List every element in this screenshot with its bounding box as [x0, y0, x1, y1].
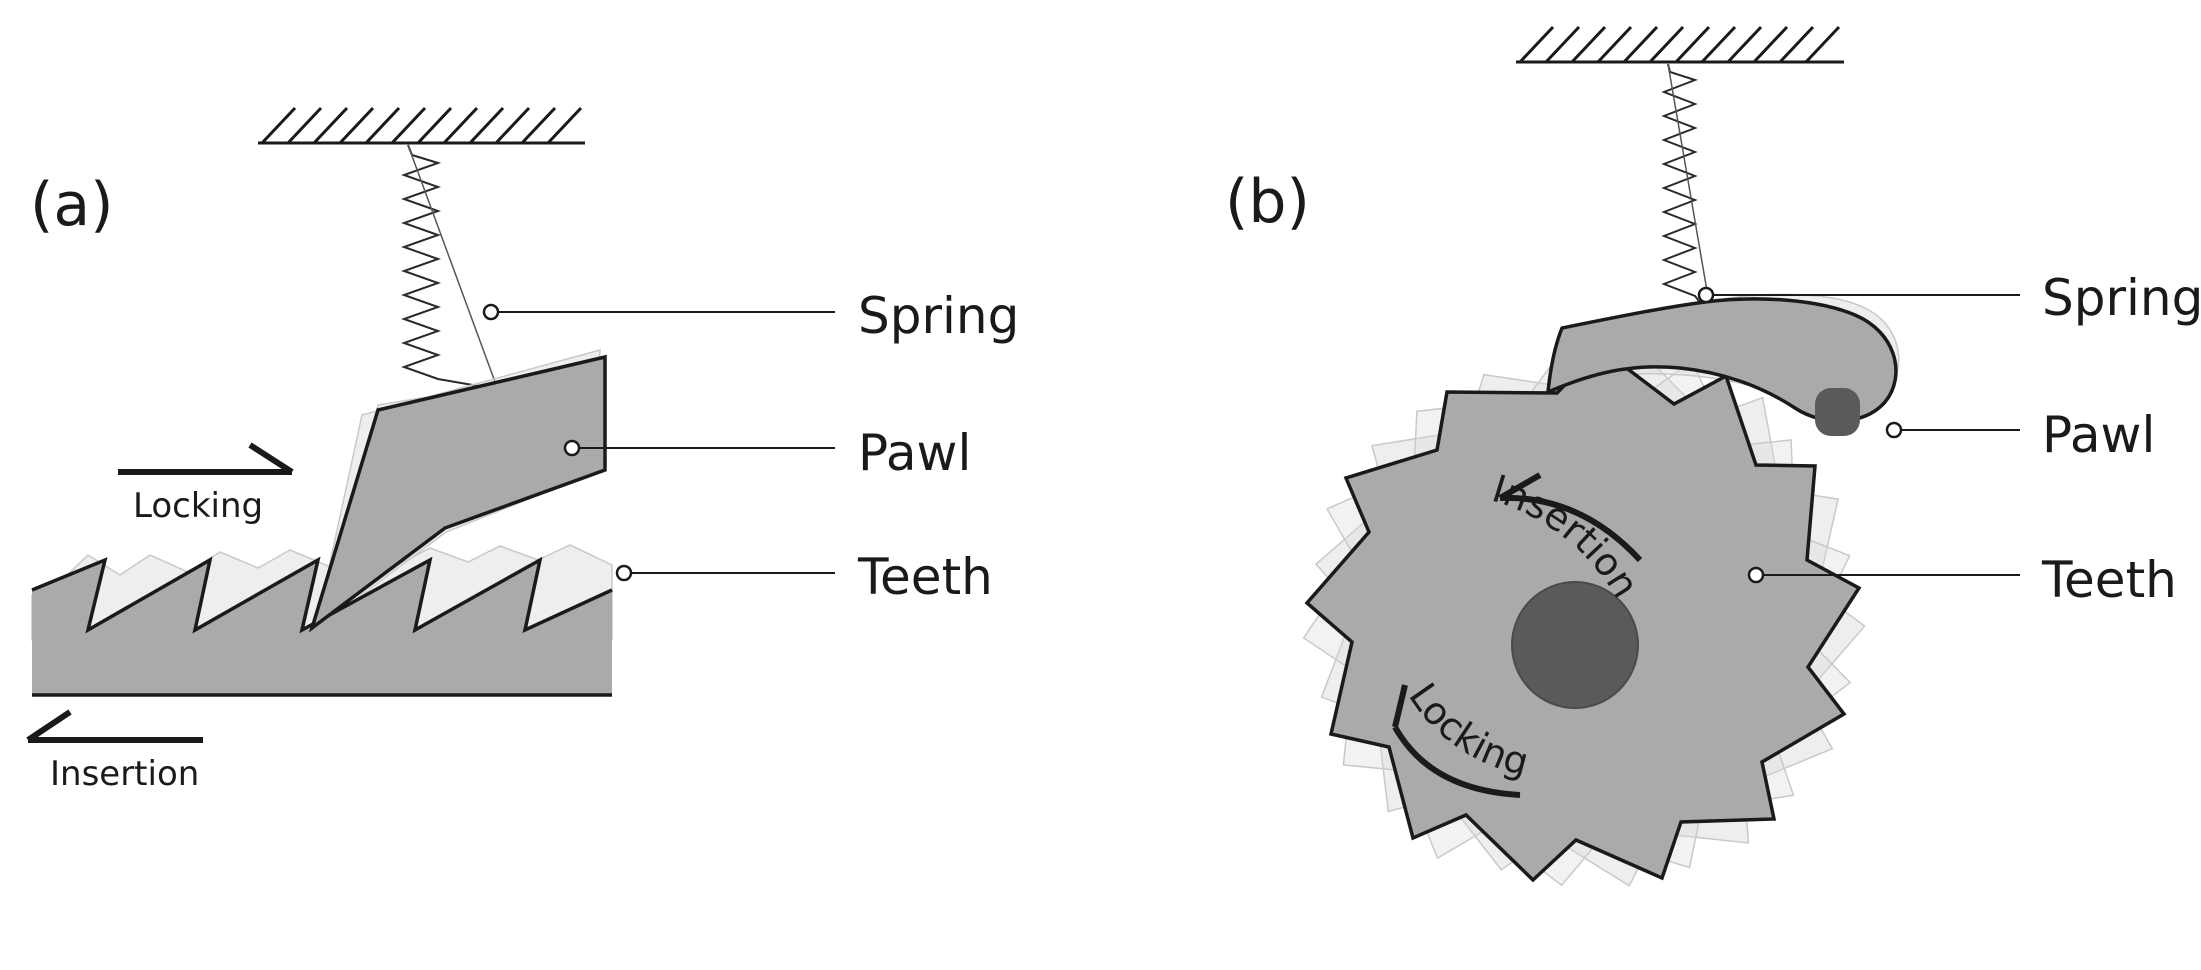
teeth-a-marker: [615, 564, 633, 582]
teeth-b-marker: [1747, 566, 1765, 584]
panel-a-label: (a): [30, 170, 114, 240]
insertion-arrow-a: [26, 709, 203, 743]
locking-arrow-b: [1392, 684, 1521, 798]
spring-b: [1661, 63, 1713, 321]
wheel-hub: [1511, 581, 1639, 709]
pawl-a-label: Pawl: [858, 424, 971, 482]
panel-b-label: (b): [1225, 167, 1310, 237]
ground-b: [1516, 25, 1844, 64]
panel-b: (b): [1225, 25, 2201, 887]
ground-a: [258, 106, 585, 145]
spring-a: [400, 144, 499, 391]
callouts-a: [496, 311, 835, 574]
locking-label-a: Locking: [133, 486, 263, 526]
pawl-a: [308, 354, 607, 633]
spring-a-marker: [482, 303, 500, 321]
teeth-b-label: Teeth: [2041, 551, 2177, 609]
pawl-b-marker: [1885, 421, 1903, 439]
spring-b-label: Spring: [2042, 269, 2201, 327]
locking-arrow-a: [118, 442, 294, 475]
insertion-label-a: Insertion: [50, 754, 199, 794]
rack-teeth-outline: [31, 556, 613, 634]
spring-b-marker: [1697, 286, 1715, 304]
pawl-pivot: [1815, 388, 1860, 436]
teeth-a-label: Teeth: [857, 548, 993, 606]
pawl-a-marker: [563, 439, 581, 457]
spring-a-label: Spring: [858, 287, 1019, 345]
panel-a: (a): [26, 106, 1019, 794]
insertion-arrow-b: [1498, 472, 1643, 563]
rack-body: [32, 560, 612, 695]
pawl-b-label: Pawl: [2042, 406, 2155, 464]
callouts-b: [1712, 294, 2020, 576]
